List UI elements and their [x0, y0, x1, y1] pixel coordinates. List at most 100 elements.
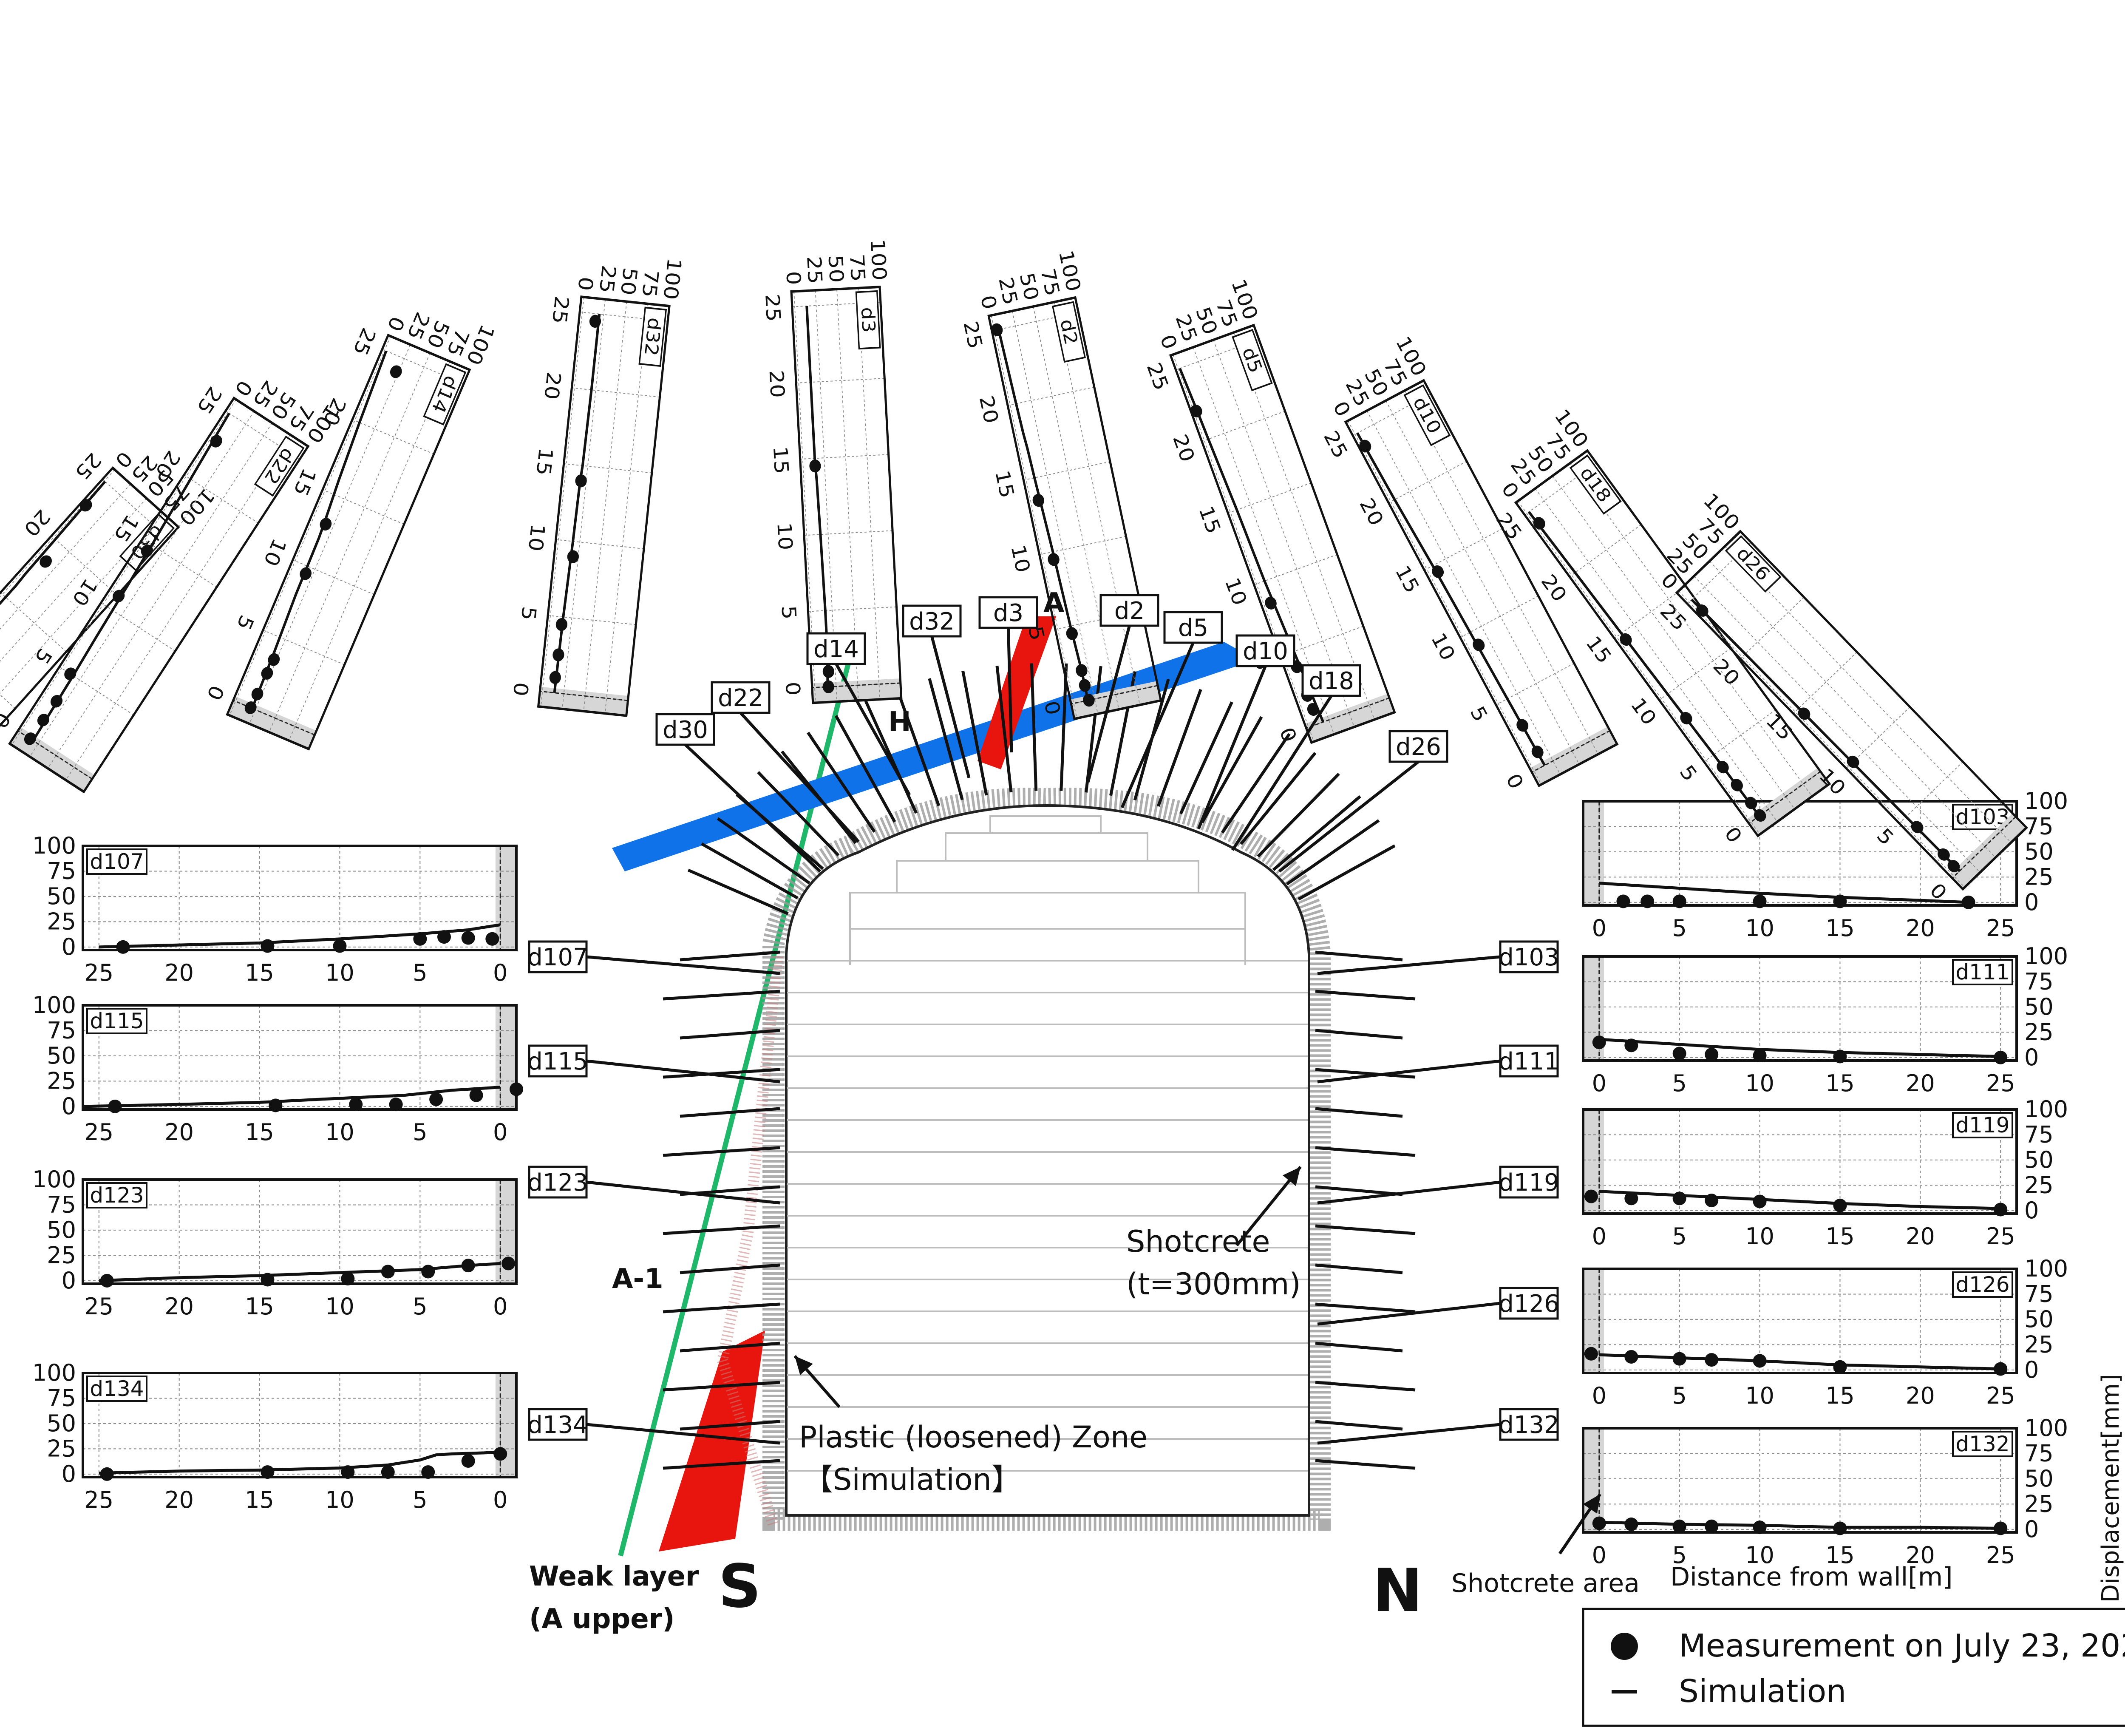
rock-bolt: [1315, 1224, 1416, 1235]
y-tick-label: 100: [32, 992, 76, 1018]
measurement-point: [1680, 712, 1692, 725]
rock-bolt: [1286, 819, 1380, 885]
panel-id-box: [86, 1008, 147, 1034]
wall-line: [1952, 816, 2017, 879]
x-tick-label: 10: [1006, 543, 1034, 575]
measurement-point: [461, 1454, 475, 1468]
shotcrete-label-2: (t=300mm): [1126, 1267, 1301, 1302]
x-tick-label: 5: [1675, 761, 1701, 786]
measurement-point: [269, 1098, 283, 1112]
x-tick-label: 10: [259, 535, 290, 570]
measurement-point: [1753, 1049, 1767, 1063]
grid-y: [540, 297, 584, 707]
panel-frame: [8, 396, 310, 794]
x-tick-label: 0: [1592, 1070, 1606, 1097]
panel-id-label: d134: [90, 1376, 144, 1401]
grid-y: [1678, 590, 1965, 888]
measurement-point: [421, 1465, 435, 1479]
shotcrete-area-band: [9, 727, 95, 792]
wall-line: [1071, 685, 1158, 705]
simulation-line: [99, 1450, 501, 1475]
rock-bolt: [680, 1342, 780, 1353]
grid-x: [555, 539, 644, 550]
measurement-point: [1753, 894, 1767, 908]
bolt-label-box-d14: [806, 632, 866, 665]
measurement-point: [1432, 565, 1444, 578]
rock-bolt: [680, 950, 780, 962]
shotcrete-area-band: [1746, 768, 1830, 836]
panel-id-label: d111: [1955, 960, 2009, 984]
bolt-label-d107: d107: [527, 944, 588, 971]
y-tick-label: 50: [47, 1410, 76, 1437]
x-tick-label: 5: [1465, 703, 1492, 726]
measurement-point: [1705, 1353, 1719, 1367]
measurement-point: [100, 1467, 114, 1481]
x-tick-label: 20: [164, 1486, 194, 1513]
label-A: A: [1043, 587, 1065, 619]
grid-y: [249, 344, 411, 724]
y-tick-label: 75: [2024, 1440, 2054, 1467]
x-tick-label: 25: [1142, 360, 1173, 393]
plastic-zone-label-2: 【Simulation】: [803, 1462, 1021, 1497]
bolt-label-box-d126: [1499, 1287, 1559, 1320]
shotcrete-area-band: [1530, 726, 1617, 786]
measurement-point: [552, 648, 564, 661]
grid-y: [1694, 576, 1980, 873]
measurement-point: [1616, 894, 1630, 908]
panel-id-box: [1952, 1431, 2013, 1457]
bolt-label-box-d26: [1388, 730, 1448, 763]
rock-bolt: [1315, 1185, 1403, 1196]
panel-id-label: d115: [90, 1009, 144, 1033]
measurement-point: [1994, 1050, 2008, 1064]
measurement-point: [1592, 1516, 1606, 1530]
tunnel-outline: [785, 804, 1310, 1517]
panel-id-label: d3: [857, 306, 879, 333]
bolt-label-d32: d32: [909, 608, 955, 635]
x-tick-label: 20: [540, 371, 565, 400]
measurement-point: [1672, 1047, 1686, 1061]
grid-x: [1460, 596, 1539, 638]
measurement-point: [1190, 404, 1202, 417]
leader-line-d123: [586, 1180, 780, 1205]
measurement-point: [1624, 1191, 1638, 1206]
simulation-line: [251, 350, 388, 709]
panel-id-box: [855, 290, 881, 350]
bolt-label-box-d123: [528, 1166, 588, 1199]
measurement-point: [261, 1273, 275, 1287]
grid-y: [562, 299, 606, 709]
grid-y: [269, 353, 431, 732]
x-tick-label: 25: [761, 293, 785, 322]
panel-frame: [82, 1372, 518, 1478]
y-tick-label: 75: [47, 857, 76, 884]
x-tick-label: 0: [1502, 770, 1528, 793]
leader-line-d14: [835, 663, 911, 796]
measurement-point: [1731, 779, 1743, 791]
y-tick-label: 75: [47, 1017, 76, 1044]
measurement-point: [1584, 1347, 1598, 1361]
y-tick-label: 75: [2024, 968, 2054, 995]
x-tick-label: 20: [1168, 431, 1199, 465]
panel-id-box: [254, 435, 305, 497]
measurement-point: [809, 460, 821, 473]
rock-bolt: [680, 1263, 780, 1274]
panel-frame: [987, 296, 1162, 720]
bolt-label-d119: d119: [1499, 1169, 1559, 1197]
panel-id-box: [1952, 1271, 2013, 1298]
grid-y: [1233, 332, 1375, 720]
bolt-label-box-d32: [902, 604, 962, 638]
grid-y: [1725, 546, 2012, 843]
panel-frame: [82, 845, 518, 951]
x-tick-label: 20: [164, 1293, 194, 1320]
y-tick-label: 50: [2024, 838, 2054, 865]
x-tick-label: 25: [84, 1486, 113, 1513]
x-tick-label: 5: [413, 1119, 427, 1146]
y-tick-label: 25: [47, 1242, 76, 1268]
measurement-point: [1717, 760, 1729, 774]
shotcrete-area-band: [812, 678, 901, 703]
leader-line-d2: [1086, 625, 1131, 783]
rock-bolt: [1240, 752, 1317, 845]
leader-line-d107: [586, 955, 780, 975]
bolt-label-d30: d30: [663, 716, 708, 744]
x-tick-label: 5: [777, 605, 800, 620]
